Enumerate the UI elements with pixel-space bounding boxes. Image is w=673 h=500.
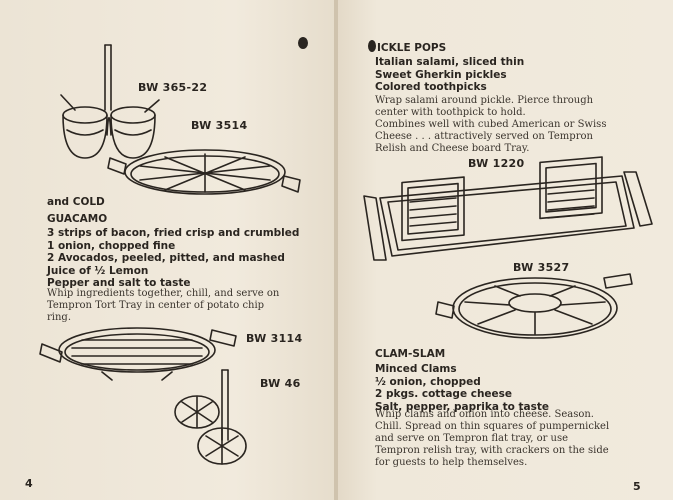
round-tray-illustration <box>107 149 301 195</box>
ingredient-line: 2 Avocados, peeled, pitted, and mashed <box>47 252 285 264</box>
ingredient-line: Italian salami, sliced thin <box>375 56 525 68</box>
instruction-line: Tempron relish tray, with crackers on th… <box>375 445 609 456</box>
instruction-line: ring. <box>47 312 71 323</box>
ingredient-line: 3 strips of bacon, fried crisp and crumb… <box>47 227 300 239</box>
bowl-server-illustration <box>60 44 160 159</box>
instruction-line: Chill. Spread on thin squares of pumpern… <box>375 421 610 432</box>
pickle-pops-instructions: Wrap salami around pickle. Pierce throug… <box>375 95 606 155</box>
intro-heading: and COLD <box>47 196 105 208</box>
instruction-line: Combines well with cubed American or Swi… <box>375 119 607 130</box>
label-bw-46: BW 46 <box>260 377 301 390</box>
round-relish-tray-illustration <box>435 273 633 339</box>
ingredient-line: ½ onion, chopped <box>375 375 481 388</box>
guacamo-ingredients: 3 strips of bacon, fried crisp and crumb… <box>47 227 299 290</box>
right-page <box>337 0 673 500</box>
clam-slam-ingredients: Minced Clams ½ onion, chopped 2 pkgs. co… <box>375 363 549 413</box>
label-bw-3514: BW 3514 <box>191 119 248 132</box>
recipe-title-guacamo: GUACAMO <box>47 213 108 225</box>
instruction-line: Relish and Cheese board Tray. <box>375 143 530 154</box>
instruction-line: Wrap salami around pickle. Pierce throug… <box>375 95 594 106</box>
ingredient-line: Sweet Gherkin pickles <box>375 68 507 81</box>
instruction-line: Whip ingredients together, chill, and se… <box>47 288 280 299</box>
page-number-right: 5 <box>633 480 641 493</box>
punch-hole-icon <box>368 40 376 52</box>
stacked-plates-illustration <box>174 369 247 465</box>
instruction-line: and serve on Tempron flat tray, or use <box>375 433 569 444</box>
ingredient-line: Minced Clams <box>375 363 457 375</box>
ingredient-line: 2 pkgs. cottage cheese <box>375 388 513 400</box>
instruction-line: Cheese . . . attractively served on Temp… <box>375 131 593 142</box>
page-number-left: 4 <box>25 477 33 490</box>
clam-slam-instructions: Whip clams and onion into cheese. Season… <box>375 409 609 469</box>
recipe-title-pickle-pops: ICKLE POPS <box>377 42 447 54</box>
pickle-pops-ingredients: Italian salami, sliced thin Sweet Gherki… <box>375 56 524 94</box>
label-bw-365-22: BW 365-22 <box>138 81 208 94</box>
instruction-line: center with toothpick to hold. <box>375 107 526 118</box>
guacamo-instructions: Whip ingredients together, chill, and se… <box>47 288 279 324</box>
label-bw-1220: BW 1220 <box>468 157 525 170</box>
ingredient-line: Colored toothpicks <box>375 81 487 93</box>
instruction-line: Tempron Tort Tray in center of potato ch… <box>47 300 265 311</box>
left-page <box>0 0 336 500</box>
punch-hole-icon <box>298 37 308 49</box>
label-bw-3114: BW 3114 <box>246 332 303 345</box>
recipe-title-clam-slam: CLAM-SLAM <box>375 348 446 360</box>
instruction-line: for guests to help themselves. <box>375 457 528 468</box>
relish-tray-illustration <box>363 156 653 261</box>
instruction-line: Whip clams and onion into cheese. Season… <box>375 409 594 420</box>
rectangular-tray-illustration <box>39 327 237 381</box>
ingredient-line: Pepper and salt to taste <box>47 277 191 289</box>
book-spine <box>334 0 338 500</box>
ingredient-line: Juice of ½ Lemon <box>47 264 149 277</box>
ingredient-line: 1 onion, chopped fine <box>47 239 176 252</box>
ingredient-line: Salt, pepper, paprika to taste <box>375 400 549 413</box>
label-bw-3527: BW 3527 <box>513 261 570 274</box>
